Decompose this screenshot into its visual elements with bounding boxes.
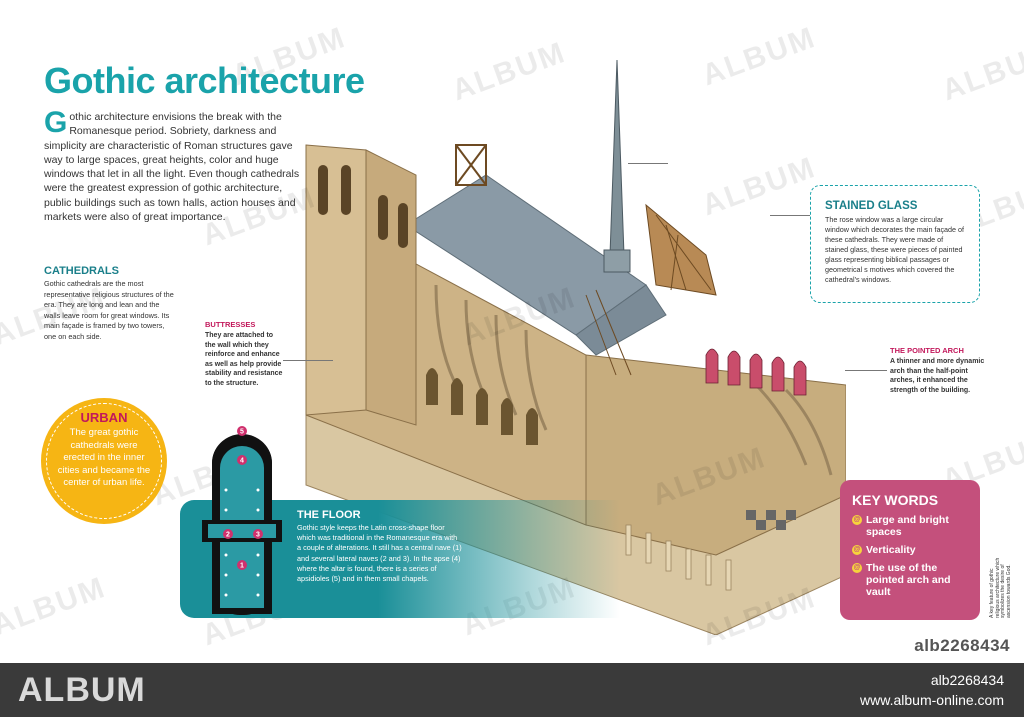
spiral-bullet-icon: @ [852, 545, 862, 555]
intro-dropcap: G [44, 106, 68, 139]
urban-badge: URBAN The great gothic cathedrals were e… [41, 398, 167, 524]
plan-label-2: 2 [226, 532, 230, 539]
key-word-text: Large and bright spaces [866, 514, 949, 538]
intro-text: othic architecture envisions the break w… [44, 111, 300, 224]
brand-logo[interactable]: ALBUM [18, 671, 146, 709]
plan-label-4: 4 [240, 458, 244, 465]
buttresses-heading: BUTTRESSES [205, 320, 256, 329]
pointed-arch-text: A thinner and more dynamic arch than the… [890, 358, 985, 394]
cathedrals-heading: CATHEDRALS [44, 265, 119, 277]
pointed-arch-heading: THE POINTED ARCH [890, 346, 964, 355]
watermark: ALBUM [0, 570, 111, 643]
key-word-item: @ The use of the pointed arch and vault [852, 562, 968, 598]
buttresses-text: They are attached to the wall which they… [205, 332, 283, 387]
urban-heading: URBAN [80, 410, 128, 425]
stained-glass-box: STAINED GLASS The rose window was a larg… [810, 185, 980, 303]
key-word-text: Verticality [866, 544, 916, 556]
key-word-item: @ Large and bright spaces [852, 514, 968, 538]
spiral-bullet-icon: @ [852, 563, 862, 573]
pointed-arch-leader-line [845, 370, 887, 371]
watermark: ALBUM [937, 35, 1024, 108]
key-word-text: The use of the pointed arch and vault [866, 562, 951, 598]
image-id: alb2268434 [930, 672, 1004, 688]
cathedrals-text: Gothic cathedrals are the most represent… [44, 279, 174, 341]
site-url[interactable]: www.album-online.com [860, 692, 1004, 708]
side-note: A key feature of gothic religious archit… [989, 557, 1012, 618]
spiral-bullet-icon: @ [852, 515, 862, 525]
corner-image-id: alb2268434 [914, 636, 1010, 655]
stained-glass-heading: STAINED GLASS [825, 200, 918, 212]
infographic-canvas: ALBUM ALBUM ALBUM ALBUM ALBUM ALBUM ALBU… [0, 20, 1024, 655]
plan-label-1: 1 [240, 563, 244, 570]
plan-label-5: 5 [240, 429, 244, 436]
floor-heading: THE FLOOR [297, 509, 361, 521]
page-title: Gothic architecture [44, 60, 365, 101]
plan-label-3: 3 [256, 532, 260, 539]
key-words-box: KEY WORDS @ Large and bright spaces @ Ve… [840, 480, 980, 620]
key-word-item: @ Verticality [852, 544, 968, 556]
stained-glass-text: The rose window was a large circular win… [825, 215, 965, 284]
key-words-heading: KEY WORDS [852, 492, 939, 508]
floor-text: Gothic style keeps the Latin cross-shape… [297, 523, 462, 584]
cathedral-illustration [305, 59, 846, 635]
footer-bar: ALBUM alb2268434 www.album-online.com [0, 663, 1024, 717]
spire-leader-line [628, 163, 668, 164]
urban-text: The great gothic cathedrals were erected… [57, 427, 151, 488]
buttress-leader-line [283, 360, 333, 361]
stained-glass-leader-line [770, 215, 810, 216]
floor-plan-diagram: 1 2 3 4 5 [202, 426, 282, 615]
